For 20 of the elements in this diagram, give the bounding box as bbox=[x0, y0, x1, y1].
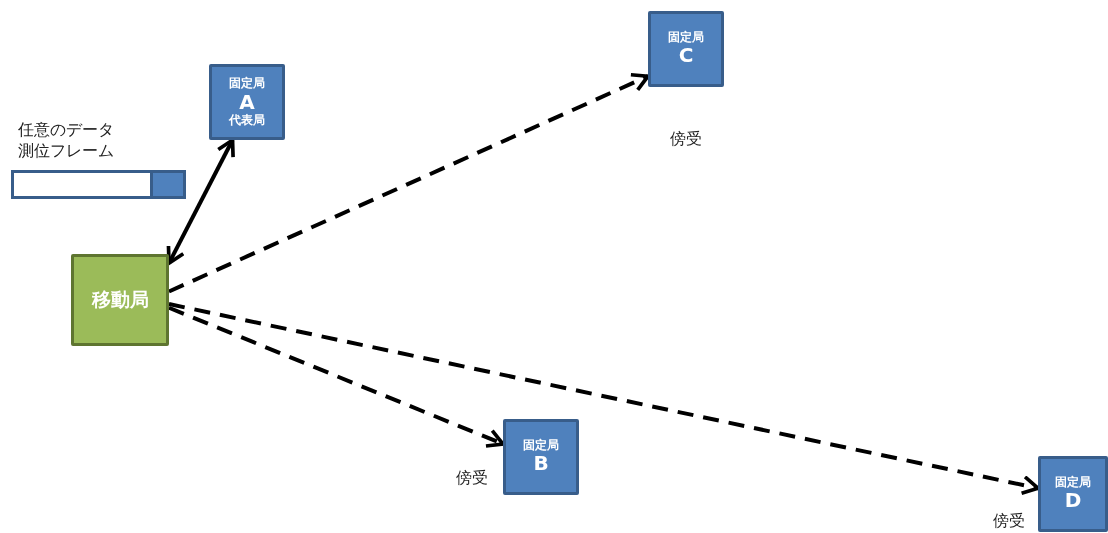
dashed-arrow bbox=[168, 302, 1040, 496]
intercept-label: 傍受 bbox=[670, 129, 702, 150]
station-label: 代表局 bbox=[229, 113, 265, 128]
mobile-station-box bbox=[71, 254, 169, 346]
frame-label: 任意のデータ測位フレーム bbox=[18, 120, 115, 162]
station-label: 固定局 bbox=[1055, 475, 1091, 490]
station-label: B bbox=[533, 452, 549, 476]
dashed-arrow bbox=[168, 305, 505, 448]
station-label: C bbox=[678, 44, 694, 68]
station-label: 固定局 bbox=[523, 438, 559, 453]
arrow bbox=[166, 138, 235, 265]
intercept-label: 傍受 bbox=[456, 468, 488, 489]
station-label: 固定局 bbox=[229, 76, 265, 91]
fixed-station-box bbox=[209, 64, 285, 140]
station-label: 固定局 bbox=[668, 30, 704, 45]
intercept-label: 傍受 bbox=[993, 511, 1025, 532]
station-label: D bbox=[1064, 489, 1082, 513]
station-label: 移動局 bbox=[91, 289, 149, 311]
dashed-arrow bbox=[168, 72, 650, 294]
station-label: A bbox=[239, 90, 255, 114]
